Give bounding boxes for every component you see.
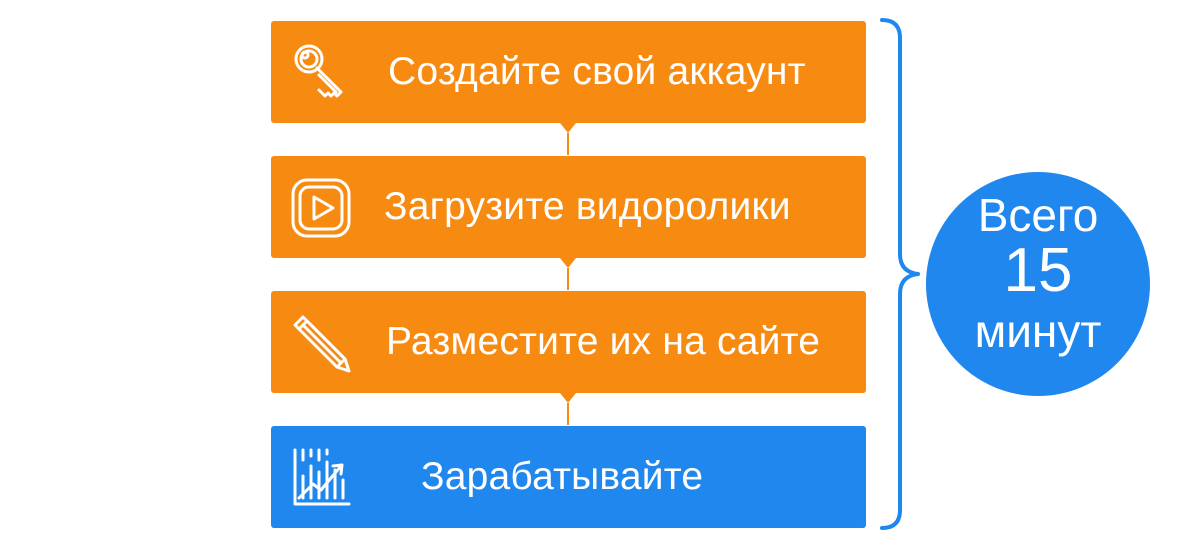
step-label: Загрузите видоролики [384, 185, 791, 228]
step-label: Разместите их на сайте [386, 320, 821, 363]
pencil-icon [289, 311, 353, 375]
key-icon [289, 41, 353, 105]
badge-line-unit: минут [974, 305, 1102, 357]
video-play-icon [289, 176, 353, 240]
step-label: Зарабатывайте [421, 455, 704, 498]
step-place-on-site: Разместите их на сайте [271, 291, 866, 393]
step-earn: Зарабатывайте [271, 426, 866, 528]
step-create-account: Создайте свой аккаунт [271, 21, 866, 123]
step-upload-videos: Загрузите видоролики [271, 156, 866, 258]
growth-chart-icon [289, 446, 353, 510]
badge-line-number: 15 [1003, 236, 1073, 305]
badge-line-total: Всего [977, 189, 1099, 241]
total-time-badge: Всего 15 минут [926, 172, 1150, 396]
step-label: Создайте свой аккаунт [388, 50, 806, 93]
curly-bracket [880, 18, 920, 530]
